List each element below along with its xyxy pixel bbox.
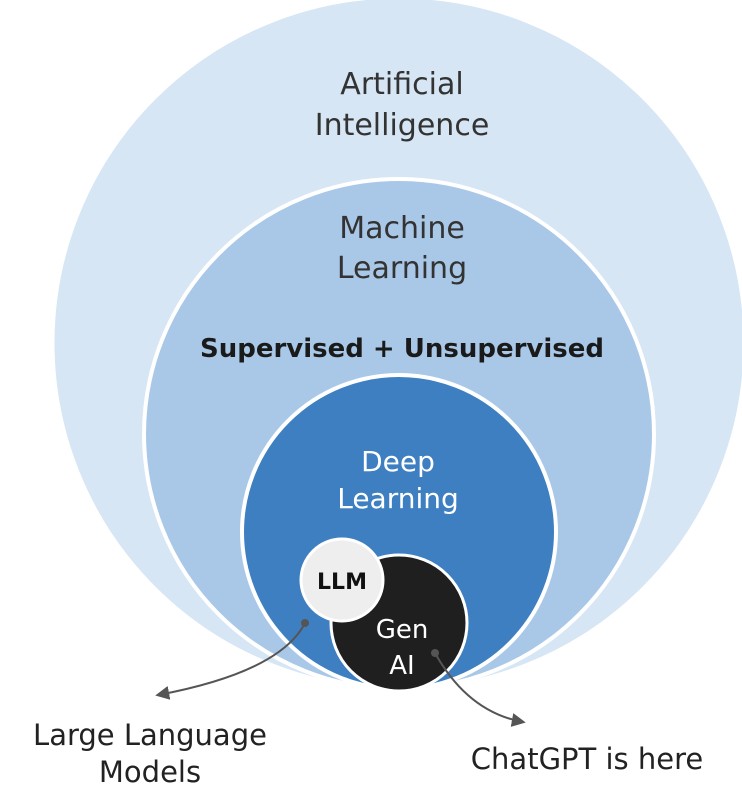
ai-label-line2: Intelligence bbox=[315, 108, 490, 143]
genai-callout-dot bbox=[431, 649, 439, 657]
dl-label-line1: Deep bbox=[361, 445, 435, 478]
ai-label-line1: Artificial bbox=[340, 67, 463, 102]
llm-callout-dot bbox=[301, 619, 309, 627]
genai-label-line2: AI bbox=[389, 651, 414, 681]
ml-sublabel: Supervised + Unsupervised bbox=[200, 334, 604, 364]
llm-callout-line1: Large Language bbox=[33, 718, 267, 752]
genai-label-line1: Gen bbox=[376, 615, 429, 645]
genai-callout-arrow bbox=[434, 652, 526, 727]
genai-callout-label: ChatGPT is here bbox=[471, 742, 703, 776]
llm-circle bbox=[299, 537, 385, 623]
ml-label-line1: Machine bbox=[339, 211, 465, 246]
llm-label: LLM bbox=[317, 570, 367, 595]
llm-callout-arrow bbox=[155, 622, 306, 700]
ml-label-line2: Learning bbox=[337, 251, 467, 286]
llm-callout-line2: Models bbox=[99, 755, 201, 789]
dl-label-line2: Learning bbox=[337, 482, 459, 515]
